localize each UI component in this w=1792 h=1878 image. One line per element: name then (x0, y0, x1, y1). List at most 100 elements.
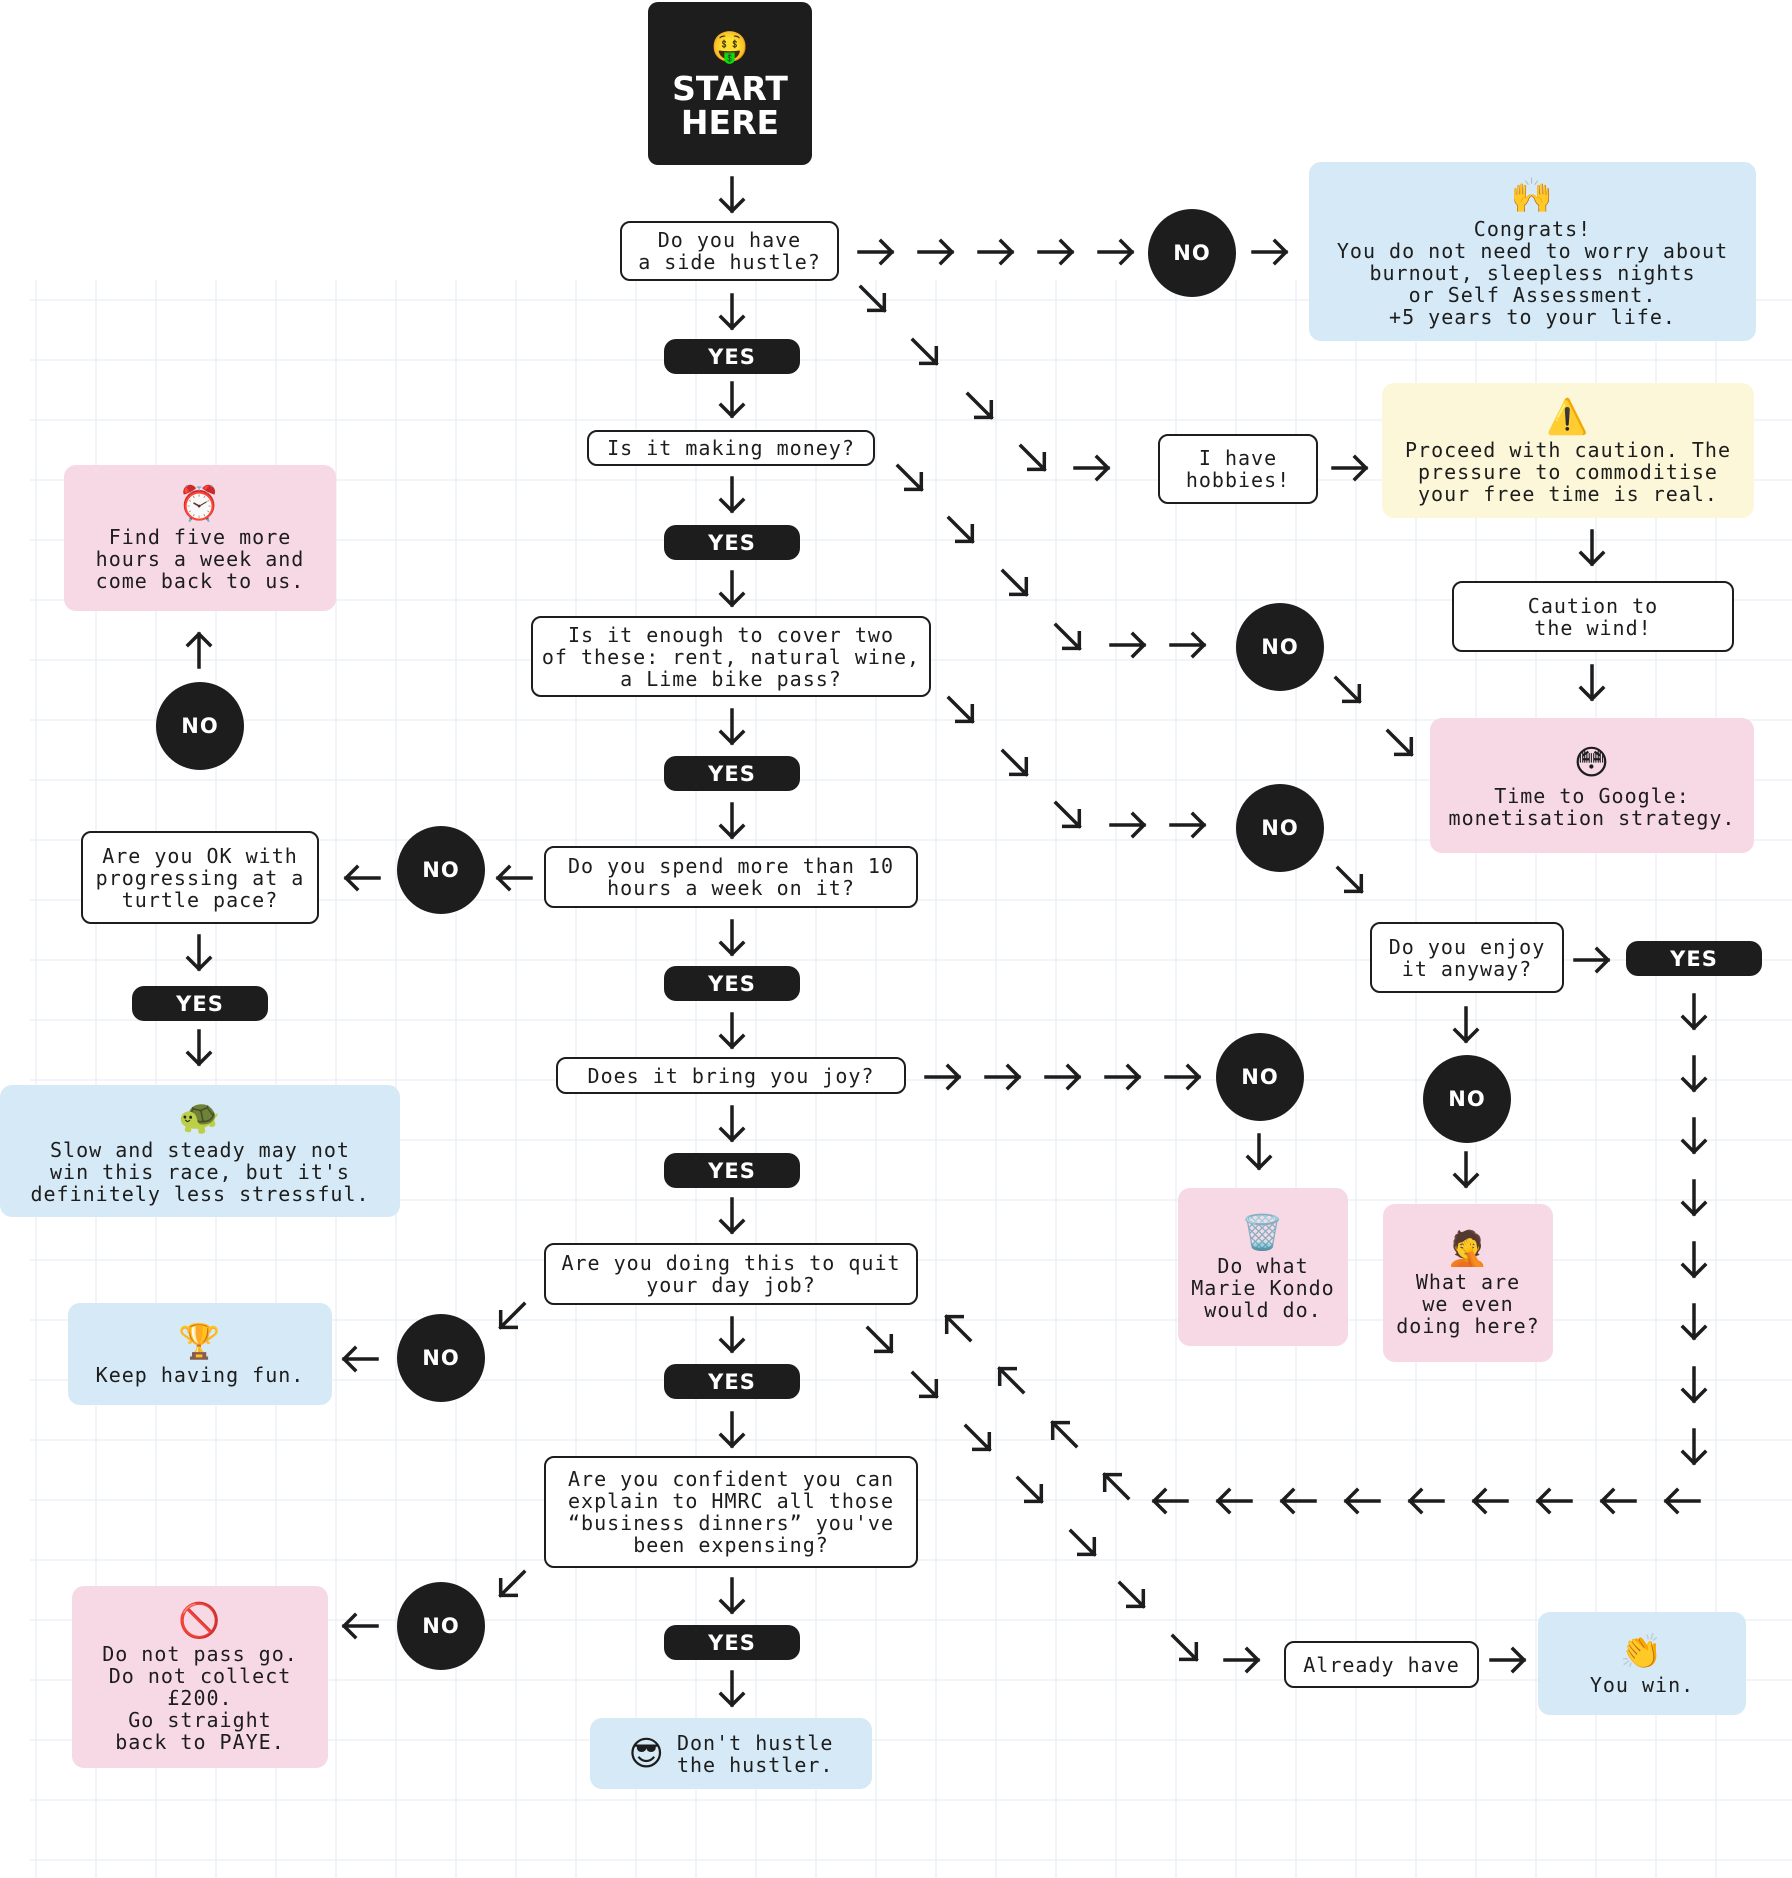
result-win: 👏 You win. (1538, 1612, 1746, 1715)
arrow-r (984, 1063, 1022, 1091)
arrow-d (718, 381, 746, 419)
arrow-d (1680, 1117, 1708, 1155)
result-caution: ⚠️ Proceed with caution. The pressure to… (1382, 383, 1754, 518)
result-congrats: 🙌 Congrats! You do not need to worry abo… (1309, 162, 1756, 341)
result-kondo: 🗑️ Do what Marie Kondo would do. (1178, 1188, 1348, 1346)
arrow-dr (895, 463, 924, 492)
result-hustler-text: Don't hustle the hustler. (676, 1730, 834, 1777)
yes-pill-turtle: YES (132, 986, 268, 1021)
no-circle-quit: NO (397, 1314, 485, 1402)
arrow-d (718, 176, 746, 214)
arrow-dr (910, 1370, 939, 1399)
warning-icon: ⚠️ (1546, 396, 1590, 437)
arrow-r (1251, 238, 1289, 266)
result-slow-text: Slow and steady may not win this race, b… (30, 1138, 370, 1206)
arrow-d (1680, 1241, 1708, 1279)
arrow-r (1223, 1646, 1261, 1674)
arrow-r (1073, 454, 1111, 482)
arrow-l (1599, 1487, 1637, 1515)
yes-pill-1: YES (664, 339, 800, 374)
no-circle-hmrc: NO (397, 1582, 485, 1670)
arrow-d (718, 919, 746, 957)
arrow-dr (1117, 1580, 1146, 1609)
yes-pill-5: YES (664, 1153, 800, 1188)
arrow-r (917, 238, 955, 266)
clapping-hands-icon: 👏 (1620, 1631, 1664, 1672)
arrow-r (1044, 1063, 1082, 1091)
result-google-text: Time to Google: monetisation strategy. (1448, 783, 1736, 830)
question-side-hustle: Do you have a side hustle? (620, 221, 839, 281)
arrow-dr (963, 1423, 992, 1452)
arrow-d (718, 293, 746, 331)
result-kondo-text: Do what Marie Kondo would do. (1191, 1254, 1335, 1322)
result-slow: 🐢 Slow and steady may not win this race,… (0, 1085, 400, 1217)
arrow-r (1331, 454, 1369, 482)
arrow-d (1578, 664, 1606, 702)
arrow-d (718, 802, 746, 840)
arrow-r (1104, 1063, 1142, 1091)
money-face-icon: 🤑 (711, 29, 749, 65)
arrow-r (1573, 946, 1611, 974)
arrow-dl (498, 1569, 527, 1598)
arrow-d (718, 1197, 746, 1235)
result-hustler: 😎 Don't hustle the hustler. (590, 1718, 872, 1789)
raised-hands-icon: 🙌 (1510, 175, 1555, 216)
no-circle-turtle: NO (156, 682, 244, 770)
arrow-d (1680, 1303, 1708, 1341)
result-what-doing-text: What are we even doing here? (1396, 1270, 1540, 1338)
arrow-dr (1053, 800, 1082, 829)
no-circle-ten-hours: NO (397, 826, 485, 914)
arrow-d (1680, 993, 1708, 1031)
arrow-d (1680, 1428, 1708, 1466)
arrow-l (1279, 1487, 1317, 1515)
arrow-u (185, 631, 213, 669)
question-joy: Does it bring you joy? (556, 1057, 906, 1094)
arrow-d (185, 934, 213, 972)
arrow-r (1164, 1063, 1202, 1091)
sunglasses-face-icon: 😎 (628, 1733, 665, 1774)
question-turtle: Are you OK with progressing at a turtle … (81, 831, 319, 924)
arrow-dl (498, 1301, 527, 1330)
result-fun: 🏆 Keep having fun. (68, 1303, 332, 1405)
turtle-icon: 🐢 (178, 1097, 222, 1137)
arrow-l (1663, 1487, 1701, 1515)
arrow-ul (1050, 1420, 1079, 1449)
arrow-d (718, 1577, 746, 1615)
arrow-d (718, 1411, 746, 1449)
arrow-dr (1015, 1475, 1044, 1504)
arrow-dr (1385, 728, 1414, 757)
node-caution-wind: Caution to the wind! (1452, 581, 1734, 652)
arrow-d (718, 1316, 746, 1354)
no-circle-enjoy: NO (1423, 1055, 1511, 1143)
alarm-clock-icon: ⏰ (178, 484, 222, 524)
arrow-dr (965, 391, 994, 420)
arrow-r (1037, 238, 1075, 266)
arrow-d (1680, 1055, 1708, 1093)
arrow-ul (997, 1366, 1026, 1395)
yes-pill-enjoy: YES (1626, 941, 1762, 976)
arrow-r (1489, 1646, 1527, 1674)
arrow-d (1578, 529, 1606, 567)
arrow-dr (1333, 675, 1362, 704)
arrow-dr (1335, 865, 1364, 894)
result-five-hours-text: Find five more hours a week and come bac… (95, 525, 305, 593)
arrow-d (718, 708, 746, 746)
arrow-ul (1102, 1472, 1131, 1501)
arrow-d (1680, 1366, 1708, 1404)
arrow-d (1452, 1006, 1480, 1044)
start-node: 🤑 START HERE (648, 2, 812, 165)
arrow-d (718, 476, 746, 514)
yes-pill-4: YES (664, 966, 800, 1001)
arrow-dr (865, 1325, 894, 1354)
arrow-d (718, 1012, 746, 1050)
result-google: 😳 Time to Google: monetisation strategy. (1430, 718, 1754, 853)
node-already-have: Already have (1284, 1641, 1479, 1688)
arrow-r (924, 1063, 962, 1091)
yes-pill-3: YES (664, 756, 800, 791)
arrow-r (977, 238, 1015, 266)
arrow-dr (1053, 622, 1082, 651)
flushed-face-icon: 😳 (1573, 742, 1611, 783)
arrow-dr (910, 337, 939, 366)
